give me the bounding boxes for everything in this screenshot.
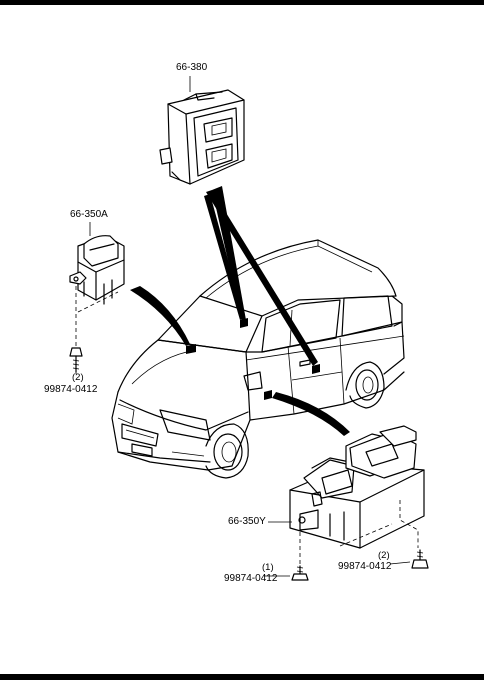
bottom-border [0,674,484,680]
mirror-switch-part-number: 66-380 [176,62,208,73]
screw-left-part-number: 99874-0412 [44,384,98,395]
mirror-switch-drawing [159,89,245,185]
master-switch-drawing [289,425,425,566]
passenger-switch-part-number: 66-350A [70,209,108,220]
screw-left-drawing [69,347,83,373]
passenger-switch-drawing [69,235,125,346]
screw-bottom-quantity: (1) [262,562,274,573]
screw-bottom-part-number: 99874-0412 [224,573,278,584]
screw-right-part-number: 99874-0412 [338,561,392,572]
screw-right-drawing [411,549,429,569]
callout-lines [130,186,350,436]
screw-left-quantity: (2) [72,372,84,383]
top-border [0,0,484,5]
screw-bottom-drawing [291,565,309,581]
screw-right-quantity: (2) [378,550,390,561]
master-switch-part-number: 66-350Y [228,516,266,527]
